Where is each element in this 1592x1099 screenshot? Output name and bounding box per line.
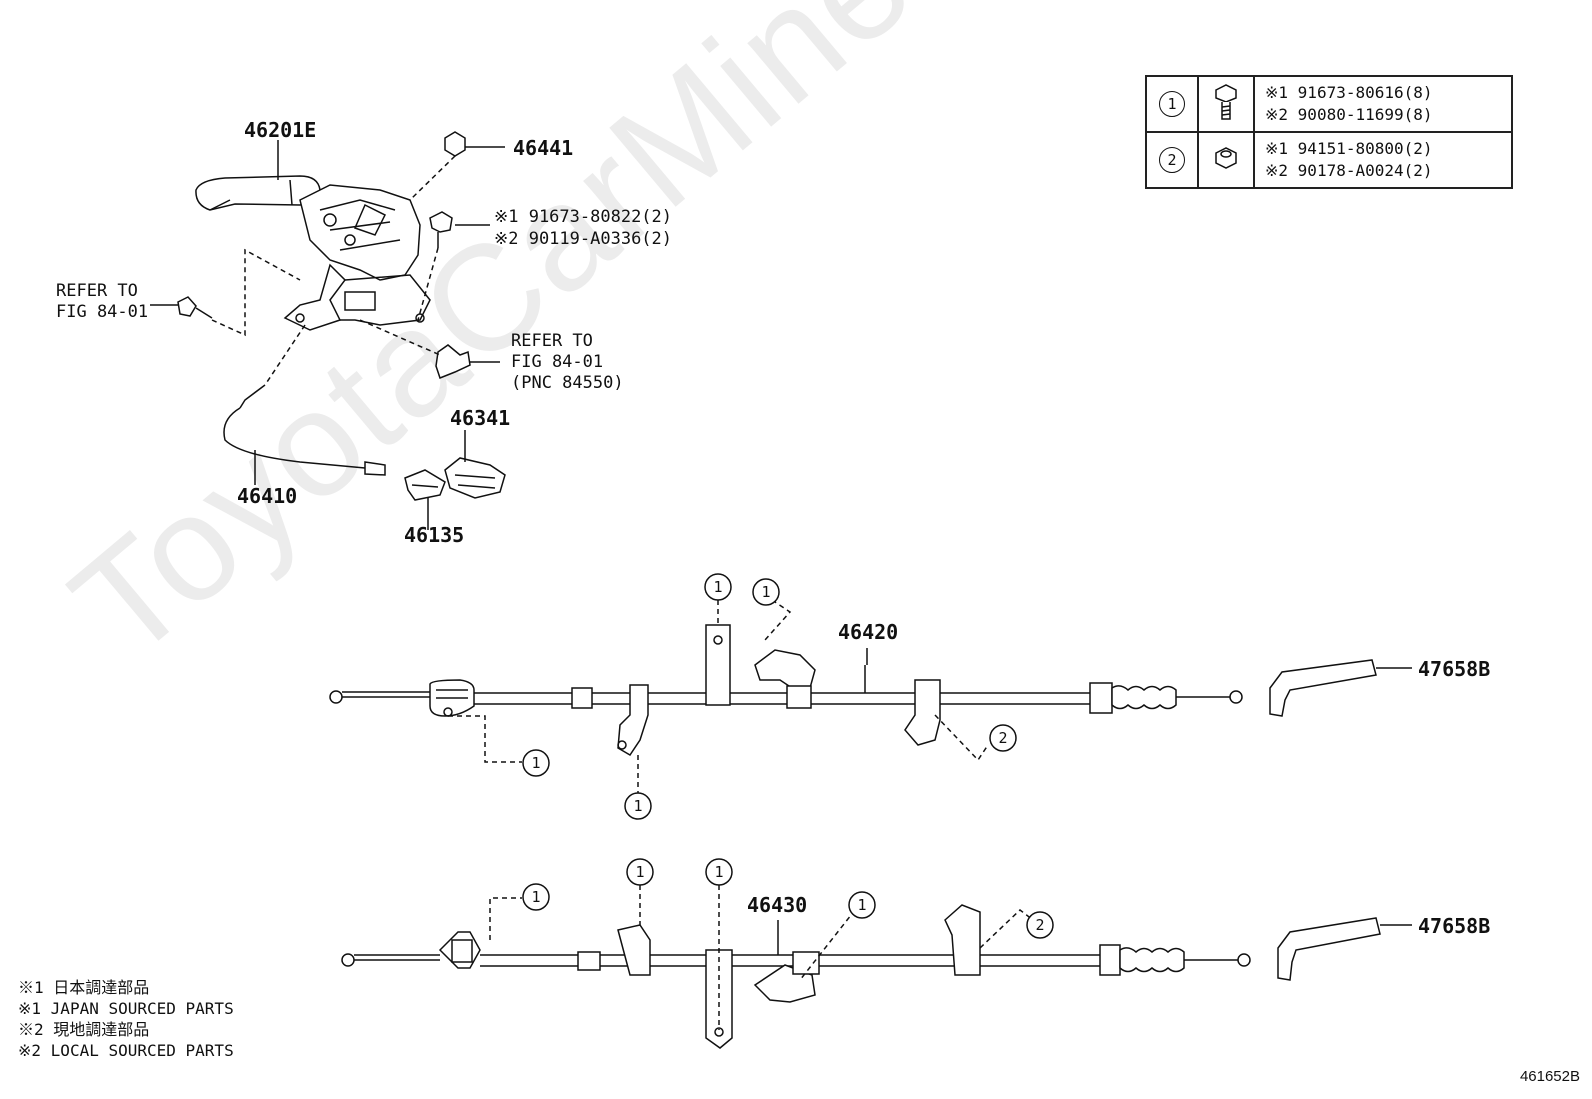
note-japan-en: ※1 JAPAN SOURCED PARTS xyxy=(18,999,234,1018)
bolt-pn-japan: ※1 91673-80822(2) xyxy=(494,207,673,227)
callout-1: 1 xyxy=(633,797,642,815)
note-local-en: ※2 LOCAL SOURCED PARTS xyxy=(18,1041,234,1060)
callout-1: 1 xyxy=(857,896,866,914)
part-label-46430: 46430 xyxy=(747,893,808,917)
part-label-47658B-upper: 47658B xyxy=(1418,657,1491,681)
legend-pn-local: ※2 90080-11699(8) xyxy=(1265,105,1433,124)
cover-47658B-upper xyxy=(1269,659,1377,717)
footnotes: ※1 日本調達部品 ※1 JAPAN SOURCED PARTS ※2 現地調達… xyxy=(18,977,234,1061)
callout-1: 1 xyxy=(635,863,644,881)
legend-ref: 1 xyxy=(1159,91,1185,117)
callout-1: 1 xyxy=(713,578,722,596)
part-label-46135: 46135 xyxy=(404,523,465,547)
cover-47658B-lower xyxy=(1277,917,1381,981)
lever-assembly xyxy=(195,175,431,331)
nut-icon xyxy=(1215,147,1237,169)
note-local-jp: ※2 現地調達部品 xyxy=(18,1020,150,1039)
bolt-pn-local: ※2 90119-A0336(2) xyxy=(494,229,673,249)
clip-46135 xyxy=(404,469,446,530)
legend-ref: 2 xyxy=(1159,147,1185,173)
legend-pn-local: ※2 90178-A0024(2) xyxy=(1265,161,1433,180)
legend-row: 2 ※1 94151-80800(2) ※2 90178-A0024(2) xyxy=(1145,131,1513,189)
cable-46410 xyxy=(223,324,386,485)
part-label-46420: 46420 xyxy=(838,620,899,644)
refer-right-line1: REFER TO xyxy=(511,331,593,351)
refer-left-line1: REFER TO xyxy=(56,281,138,301)
nut-46441 xyxy=(444,131,466,157)
refer-left-bolt xyxy=(177,296,213,319)
callout-1: 1 xyxy=(531,888,540,906)
note-japan-jp: ※1 日本調達部品 xyxy=(18,978,150,997)
refer-right-line2: FIG 84-01 xyxy=(511,352,604,372)
bolt-91673 xyxy=(429,211,453,248)
callout-1: 1 xyxy=(761,583,770,601)
cable-46430 xyxy=(341,904,1251,1049)
part-label-46410: 46410 xyxy=(237,484,298,508)
legend-row: 1 ※1 91673-80616(8) ※2 90080-11699(8) xyxy=(1145,75,1513,133)
part-label-46201E: 46201E xyxy=(244,118,317,142)
part-label-47658B-lower: 47658B xyxy=(1418,914,1491,938)
fastener-legend-table: 1 ※1 91673-80616(8) ※2 90080-11699(8) 2 … xyxy=(1145,75,1513,189)
figure-id: 461652B xyxy=(1519,1068,1580,1085)
refer-right-line3: (PNC 84550) xyxy=(511,373,624,393)
legend-pn-japan: ※1 94151-80800(2) xyxy=(1265,139,1433,158)
legend-pn-japan: ※1 91673-80616(8) xyxy=(1265,83,1433,102)
callout-2: 2 xyxy=(998,729,1007,747)
bolt-icon xyxy=(1215,84,1237,120)
cable-46420 xyxy=(329,624,1243,757)
part-label-46441: 46441 xyxy=(513,136,574,160)
callout-2: 2 xyxy=(1035,916,1044,934)
callout-1: 1 xyxy=(714,863,723,881)
callout-1: 1 xyxy=(531,754,540,772)
clip-46341 xyxy=(444,430,506,499)
refer-left-line2: FIG 84-01 xyxy=(56,302,149,322)
refer-right-bracket xyxy=(435,344,471,379)
part-label-46341: 46341 xyxy=(450,406,511,430)
